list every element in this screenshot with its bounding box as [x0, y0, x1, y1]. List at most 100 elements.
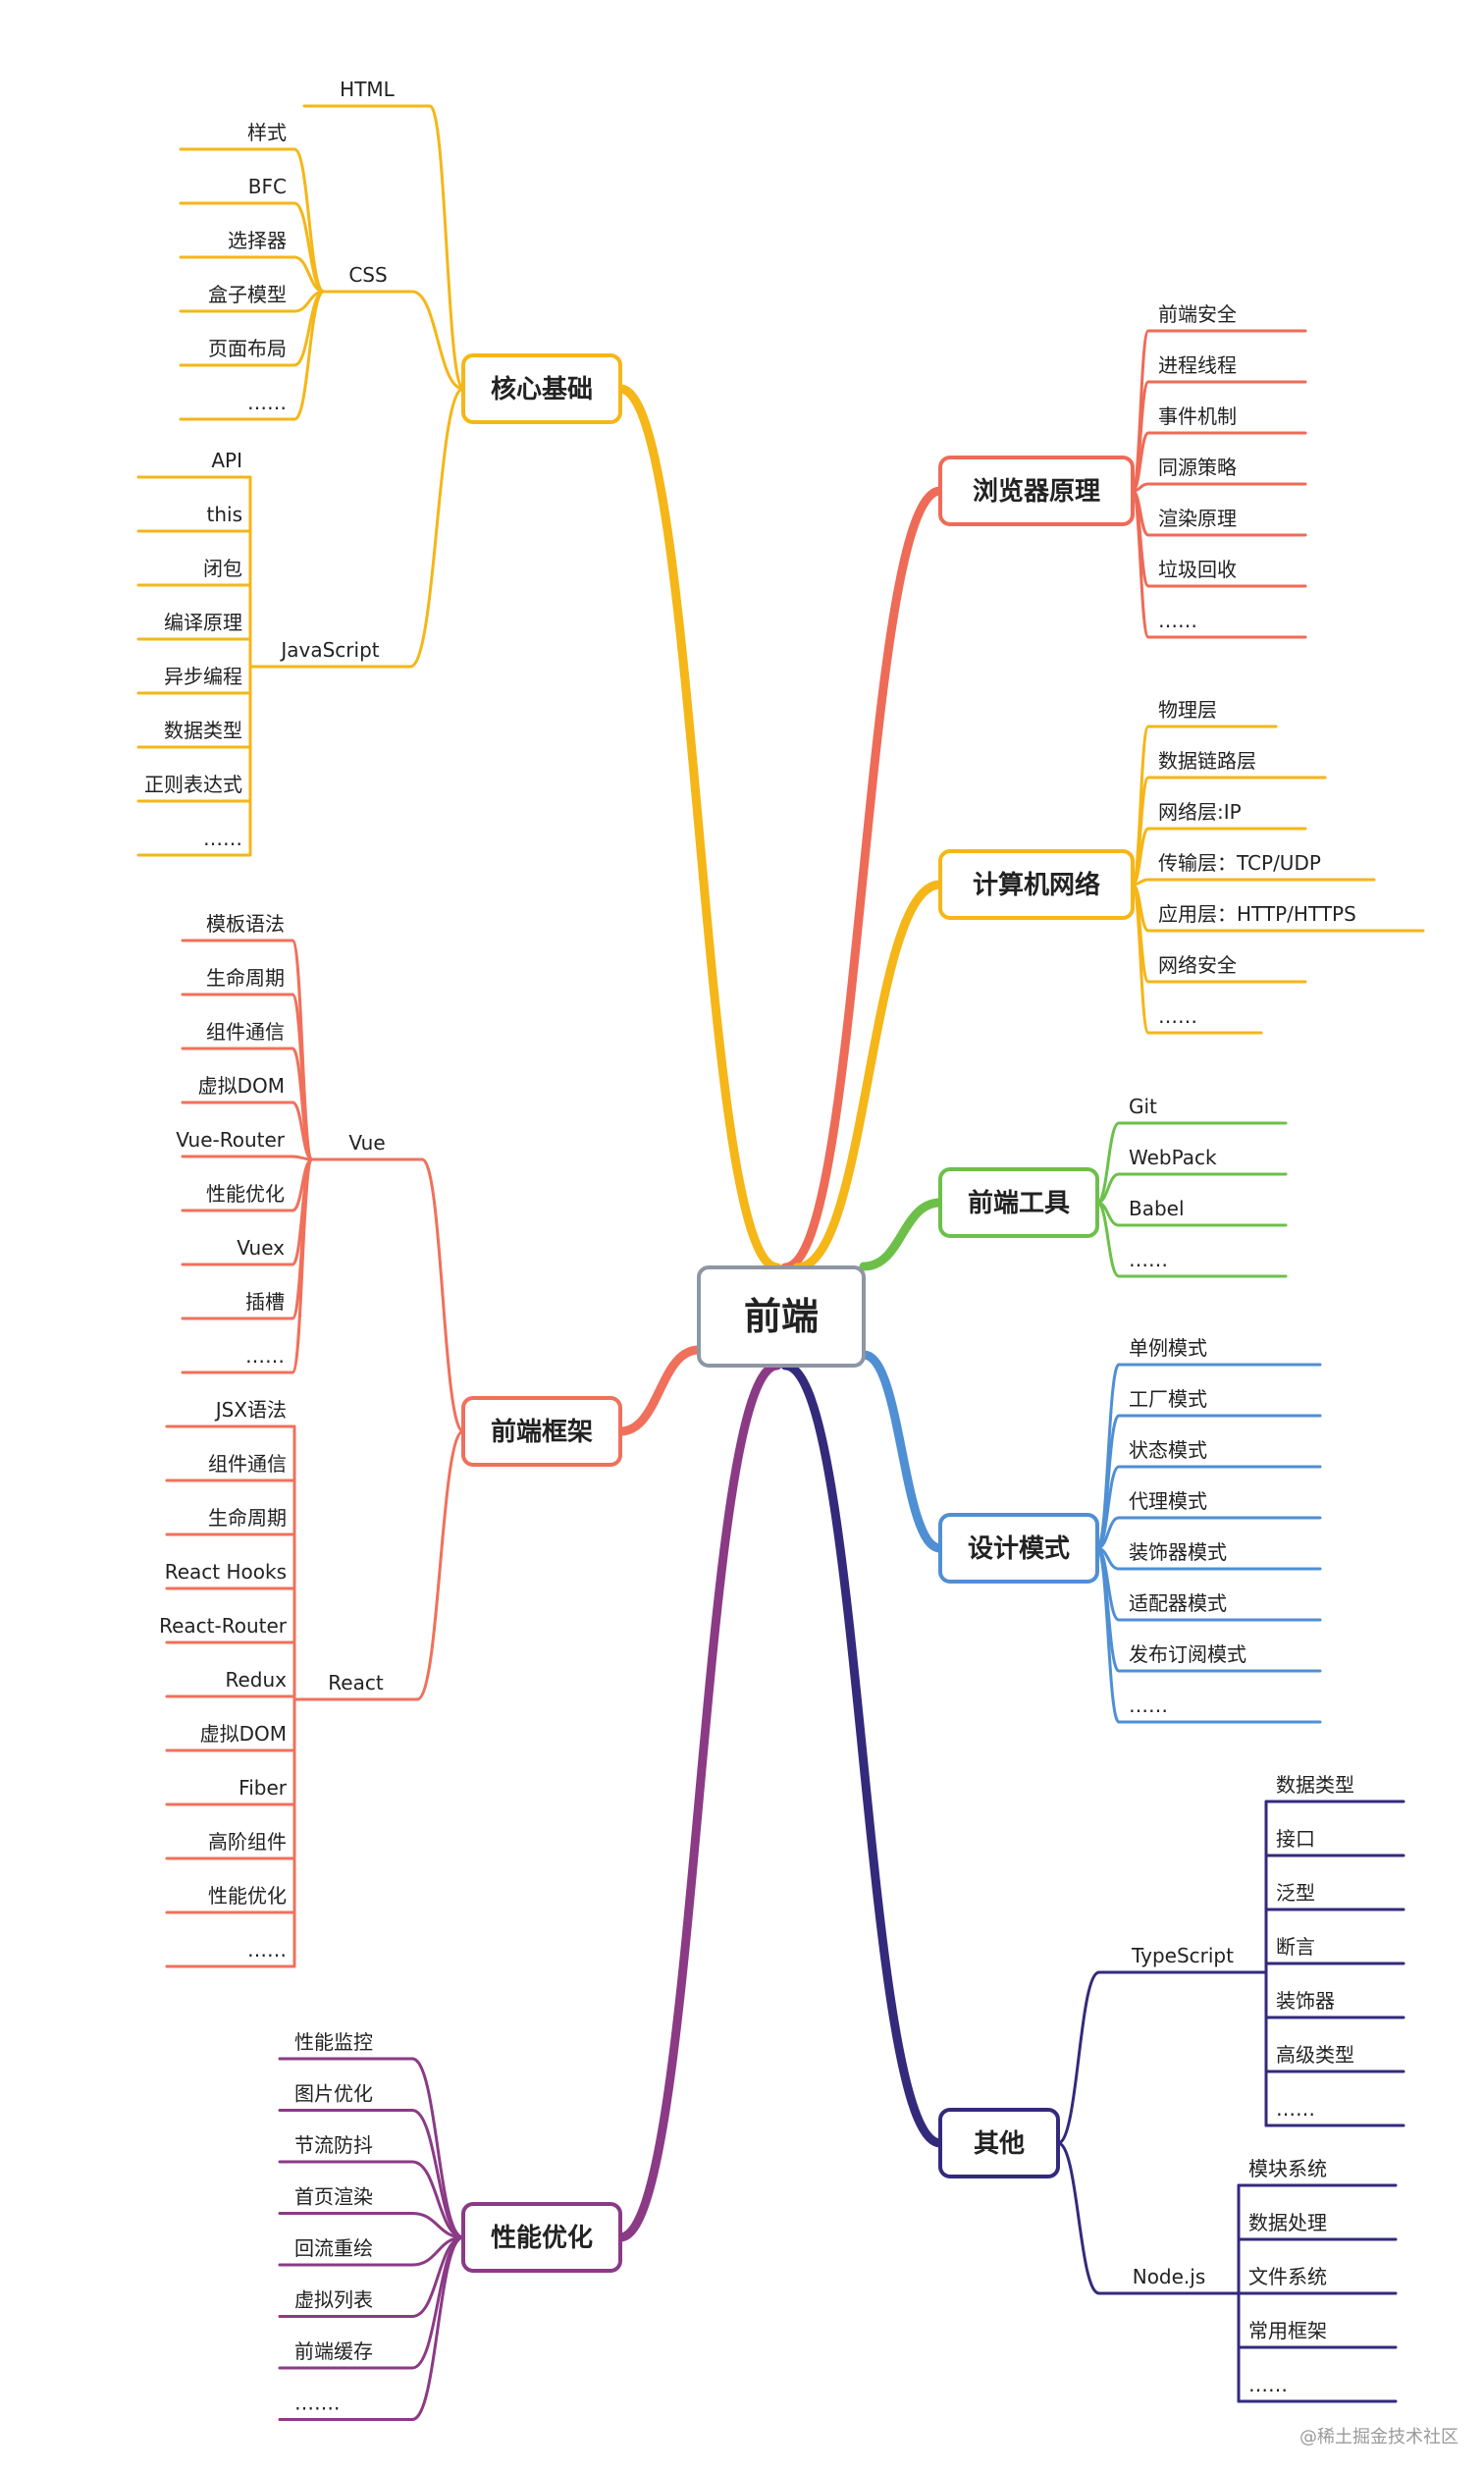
leaf-label-framework-0-2: 组件通信	[206, 1020, 285, 1044]
leaf-label-browser-3: 同源策略	[1158, 456, 1237, 479]
branch-label-framework: 前端框架	[491, 1417, 593, 1447]
leaf-label-browser-0: 前端安全	[1158, 302, 1237, 326]
leaf-connector-design-7	[1095, 1546, 1121, 1724]
leaf-label-network-5: 网络安全	[1158, 953, 1237, 977]
leaf-label-framework-0-6: Vuex	[237, 1236, 285, 1260]
leaf-connector-browser-6	[1131, 489, 1150, 639]
leaf-label-framework-1-0: JSX语法	[214, 1398, 287, 1422]
leaf-label-framework-1-1: 组件通信	[208, 1452, 287, 1476]
leaf-label-other-0-6: ……	[1276, 2097, 1315, 2121]
leaf-label-core-1-1: BFC	[248, 175, 287, 198]
trunk-core	[615, 384, 782, 1272]
sub-label-other-0: TypeScript	[1131, 1944, 1234, 1967]
leaf-label-design-1: 工厂模式	[1129, 1387, 1207, 1411]
watermark: @稀土掘金技术社区	[1299, 2427, 1458, 2447]
leaf-label-perf-7: …….	[294, 2392, 340, 2415]
leaf-label-framework-1-7: Fiber	[238, 1776, 288, 1800]
leaf-label-browser-1: 进程线程	[1158, 353, 1237, 377]
branch-box-core	[461, 353, 622, 424]
leaf-label-core-1-3: 盒子模型	[208, 283, 287, 306]
leaf-connector-framework-0-8	[291, 1157, 314, 1374]
leaf-label-core-2-0: API	[211, 449, 242, 472]
leaf-label-framework-1-10: ……	[247, 1938, 287, 1962]
leaf-label-framework-0-7: 插槽	[245, 1290, 285, 1314]
leaf-label-framework-1-3: React Hooks	[165, 1560, 287, 1584]
leaf-label-design-2: 状态模式	[1129, 1438, 1207, 1462]
leaf-label-framework-0-4: Vue-Router	[176, 1128, 286, 1152]
sub-connector-core-1	[410, 290, 465, 391]
branch-box-browser	[938, 456, 1135, 526]
leaf-connector-perf-6	[410, 2235, 465, 2370]
leaf-label-core-1-0: 样式	[247, 121, 287, 144]
leaf-label-core-1-2: 选择器	[228, 229, 287, 252]
leaf-label-other-0-3: 断言	[1276, 1935, 1315, 1959]
leaf-label-other-0-0: 数据类型	[1276, 1773, 1354, 1797]
leaf-label-design-6: 发布订阅模式	[1129, 1642, 1246, 1666]
trunk-browser	[780, 486, 945, 1272]
root-box	[697, 1265, 866, 1368]
branch-box-other	[938, 2108, 1060, 2178]
leaf-label-tools-0: Git	[1129, 1095, 1157, 1118]
leaf-label-core-2-2: 闭包	[203, 557, 242, 580]
leaf-label-core-1-5: ……	[247, 391, 287, 414]
sub-connector-other-0	[1056, 1970, 1101, 2145]
branch-label-design: 设计模式	[968, 1534, 1070, 1564]
leaf-label-perf-5: 虚拟列表	[294, 2288, 373, 2312]
branch-box-framework	[461, 1396, 622, 1467]
trunk-framework	[615, 1345, 704, 1436]
leaf-label-perf-4: 回流重绘	[294, 2236, 373, 2260]
leaf-label-design-3: 代理模式	[1129, 1489, 1207, 1513]
trunk-other	[780, 1361, 945, 2148]
leaf-label-core-2-4: 异步编程	[164, 665, 242, 688]
leaf-label-design-7: ……	[1129, 1693, 1168, 1717]
branch-box-tools	[938, 1167, 1099, 1238]
branch-label-network: 计算机网络	[973, 870, 1100, 900]
leaf-label-design-5: 适配器模式	[1129, 1591, 1227, 1615]
leaf-label-perf-6: 前端缓存	[294, 2339, 373, 2363]
leaf-label-network-0: 物理层	[1158, 698, 1217, 722]
sub-connector-core-2	[408, 387, 465, 669]
branch-label-perf: 性能优化	[491, 2223, 593, 2253]
sub-connector-framework-1	[415, 1429, 465, 1701]
leaf-label-core-1-4: 页面布局	[208, 337, 287, 360]
leaf-label-browser-6: ……	[1158, 609, 1197, 632]
trunk-network	[792, 880, 945, 1272]
leaf-label-other-0-5: 高级类型	[1276, 2043, 1354, 2067]
leaf-label-other-1-3: 常用框架	[1248, 2319, 1327, 2342]
leaf-label-design-0: 单例模式	[1129, 1336, 1207, 1360]
leaf-label-network-6: ……	[1158, 1004, 1197, 1028]
sub-label-framework-1: React	[328, 1671, 384, 1694]
sub-label-other-1: Node.js	[1133, 2265, 1206, 2288]
leaf-label-other-0-1: 接口	[1276, 1827, 1315, 1851]
leaf-connector-framework-0-3	[291, 1101, 314, 1161]
leaf-label-core-2-3: 编译原理	[164, 611, 242, 634]
branch-label-browser: 浏览器原理	[973, 477, 1100, 507]
leaf-label-framework-1-2: 生命周期	[208, 1506, 287, 1530]
leaf-connector-core-1-5	[292, 290, 326, 421]
branch-label-tools: 前端工具	[968, 1188, 1070, 1218]
sub-label-core-1: CSS	[348, 263, 387, 287]
leaf-label-perf-1: 图片优化	[294, 2082, 373, 2106]
node-layer: 核心基础HTMLCSS样式BFC选择器盒子模型页面布局……JavaScriptA…	[144, 78, 1356, 2415]
trunk-tools	[859, 1198, 945, 1271]
leaf-label-core-2-5: 数据类型	[164, 719, 242, 742]
sub-connector-framework-0	[420, 1157, 465, 1433]
leaf-label-framework-0-8: ……	[245, 1344, 285, 1368]
sub-connector-other-1	[1056, 2141, 1101, 2295]
leaf-label-other-0-4: 装饰器	[1276, 1989, 1335, 2013]
leaf-label-network-2: 网络层:IP	[1158, 800, 1242, 824]
leaf-connector-perf-1	[410, 2109, 465, 2239]
leaf-label-perf-3: 首页渲染	[294, 2185, 373, 2209]
leaf-label-tools-2: Babel	[1129, 1197, 1185, 1220]
leaf-connector-core-1-0	[292, 147, 326, 294]
leaf-label-network-4: 应用层：HTTP/HTTPS	[1158, 902, 1356, 926]
trunk-perf	[615, 1361, 782, 2242]
leaf-label-core-2-6: 正则表达式	[144, 773, 242, 796]
leaf-connector-perf-2	[410, 2160, 465, 2239]
leaf-label-other-1-1: 数据处理	[1248, 2211, 1327, 2234]
connector-layer	[136, 104, 1425, 2421]
leaf-label-framework-0-0: 模板语法	[206, 912, 285, 936]
leaf-connector-core-1-1	[292, 201, 326, 294]
leaf-label-framework-1-9: 性能优化	[208, 1884, 287, 1908]
leaf-label-other-1-4: ……	[1248, 2373, 1288, 2396]
